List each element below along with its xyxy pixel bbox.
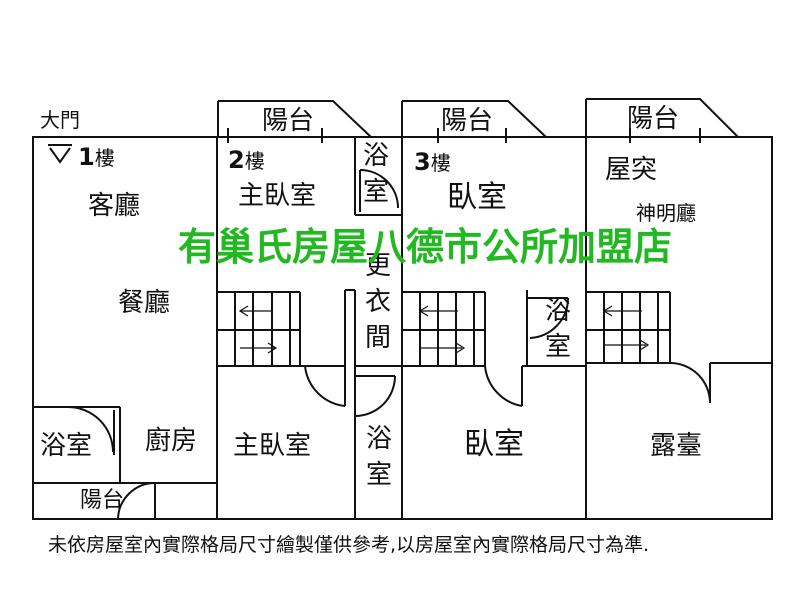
floor-1-number: 1 [78, 143, 95, 171]
room-kitchen: 廚房 [145, 426, 198, 456]
balcony-f2-outline [218, 100, 372, 138]
agency-watermark: 有巢氏房屋八德市公所加盟店 [178, 225, 673, 269]
room-balcony-f1: 陽台 [80, 488, 125, 513]
room-bath-top-f2: 浴室 [362, 141, 389, 207]
floor-1-unit: 樓 [94, 146, 115, 170]
room-penthouse: 屋突 [605, 155, 658, 185]
disclaimer-text: 未依房屋室內實際格局尺寸繪製僅供參考,以房屋室內實際格局尺寸為準. [48, 534, 650, 556]
room-bedroom-top: 臥室 [447, 180, 507, 215]
room-master-top: 主臥室 [238, 181, 317, 211]
floor-3-number: 3 [414, 148, 431, 176]
floor-2-unit: 樓 [244, 149, 265, 173]
room-master-bottom: 主臥室 [233, 431, 312, 461]
room-balcony-f2: 陽台 [262, 106, 315, 136]
room-terrace: 露臺 [650, 431, 703, 461]
door-arc-f1-balcony [117, 482, 156, 520]
floor-3-label: 3樓 [414, 150, 451, 174]
room-bath-bottom-f2: 浴室 [365, 424, 392, 490]
room-bath-f1: 浴室 [40, 431, 93, 461]
floor-1-label: 1樓 [78, 145, 115, 169]
door-arc-f2-bath-bottom [354, 375, 396, 417]
floor-2-number: 2 [228, 146, 245, 174]
door-arc-f3-bath [529, 297, 570, 339]
room-balcony-roof: 陽台 [627, 104, 680, 134]
door-arc-f2-bath-top [359, 169, 399, 209]
balcony-f3-outline [402, 100, 547, 138]
floor-3-unit: 樓 [430, 151, 451, 175]
entrance-label: 大門 [40, 108, 80, 132]
room-dressing: 更衣間 [364, 251, 391, 353]
room-bedroom-bottom: 臥室 [464, 427, 524, 462]
room-living: 客廳 [88, 191, 141, 221]
room-bath-f3: 浴室 [544, 296, 571, 362]
door-arc-f3-stair [484, 365, 523, 407]
room-shrine: 神明廳 [636, 201, 696, 225]
door-arc-f1-bath [67, 406, 114, 453]
floor-2-label: 2樓 [228, 148, 265, 172]
balcony-roof-outline [586, 98, 739, 138]
room-dining: 餐廳 [118, 288, 171, 318]
door-arc-f2-stair [304, 365, 346, 407]
room-balcony-f3: 陽台 [441, 106, 494, 136]
door-arc-roof [669, 362, 711, 404]
